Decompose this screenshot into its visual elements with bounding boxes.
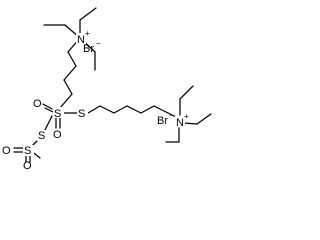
atom-n1-label: N [77,34,85,46]
bond-so-a-1 [42,103,53,110]
atom-s-thio-right-label: S [78,108,85,120]
atom-n1-charge: + [85,29,90,38]
bond-chain-top-4 [63,79,73,95]
bond-chain-top-5 [59,93,73,109]
atom-labels: N + Br − S O O S S S O O N + Br − [2,29,189,169]
bond-chain-right-3 [113,105,128,114]
bond-chain-right-2 [99,105,115,114]
atom-o-d-label: O [23,160,32,169]
bond-lines [13,7,212,163]
counterion-top-label: Br [83,43,94,55]
bond-n1-ethyl-b2 [79,7,97,21]
atom-o-c-label: O [2,145,11,157]
bond-n2-ethyl-b1 [183,122,198,125]
atom-o-a-label: O [33,98,42,110]
bond-n2-ethyl-b2 [196,113,212,125]
bond-chain-right-5 [140,105,155,114]
bond-chain-top-3 [63,65,77,81]
counterion-top-charge: − [96,39,101,48]
atom-s-thio-left-label: S [38,130,45,142]
bond-chain-top-2 [67,51,77,67]
atom-s-mesyl-label: S [24,145,31,157]
bond-chain-right-4 [126,105,142,114]
atom-n2-charge: + [184,112,189,121]
bond-n2-ethyl-a2 [179,85,194,100]
counterion-bottom-charge: − [169,111,174,120]
bond-chain-right-1 [87,105,101,114]
atom-o-b-label: O [53,129,62,141]
bond-s-s-left [44,115,53,131]
atom-n2-label: N [176,117,184,129]
counterion-bottom-label: Br [157,115,168,127]
bond-chain-right-6 [153,105,169,114]
atom-s-sulfonyl-label: S [54,108,61,120]
chemical-structure: N + Br − S O O S S S O O N + Br − [2,7,212,169]
